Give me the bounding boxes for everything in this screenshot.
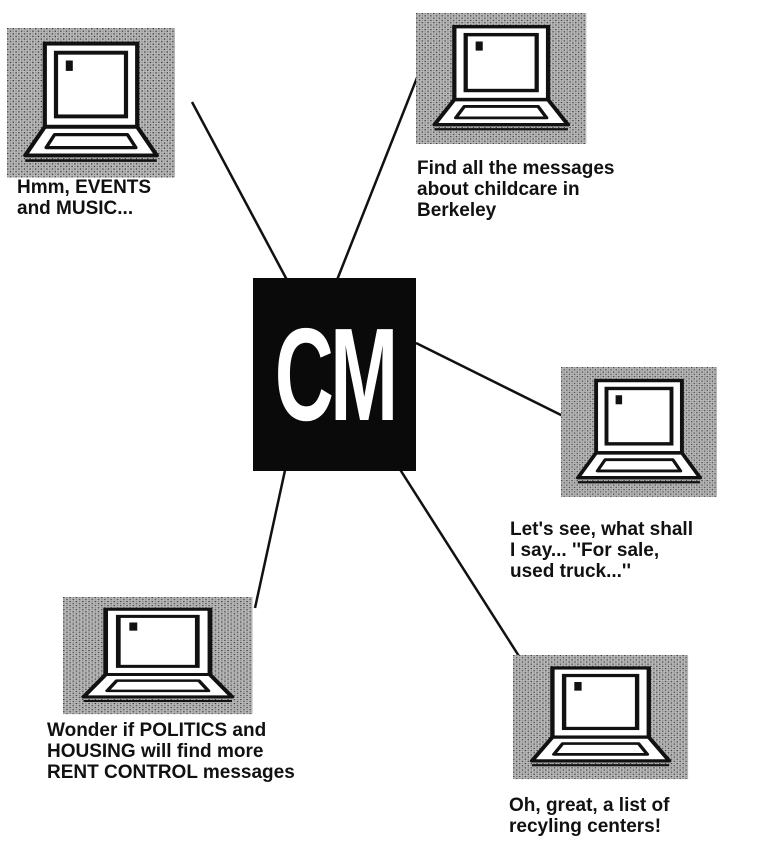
terminal-recycling: [513, 655, 688, 779]
caption-politics-housing: Wonder if POLITICS and HOUSING will find…: [47, 720, 295, 783]
connector-childcare: [335, 49, 430, 281]
connector-recycling: [392, 459, 540, 687]
cm-hub: CM: [253, 278, 416, 471]
caption-childcare: Find all the messages about childcare in…: [417, 158, 615, 221]
connector-events-music: [190, 101, 289, 281]
terminal-events-music: [7, 28, 175, 178]
terminal-politics-housing: [63, 597, 253, 714]
caption-for-sale: Let's see, what shall I say... ''For sal…: [510, 519, 693, 582]
terminal-childcare: [416, 13, 586, 144]
connector-politics-housing: [253, 451, 291, 609]
computer-terminal-icon: [416, 13, 586, 144]
computer-terminal-icon: [561, 367, 717, 497]
computer-terminal-icon: [7, 28, 175, 178]
terminal-for-sale: [561, 367, 717, 497]
connector-for-sale: [415, 341, 564, 418]
caption-events-music: Hmm, EVENTS and MUSIC...: [17, 177, 152, 219]
computer-terminal-icon: [513, 655, 688, 779]
hub-label: CM: [274, 300, 399, 448]
computer-terminal-icon: [63, 597, 253, 714]
caption-recycling: Oh, great, a list of recyling centers!: [509, 795, 670, 837]
